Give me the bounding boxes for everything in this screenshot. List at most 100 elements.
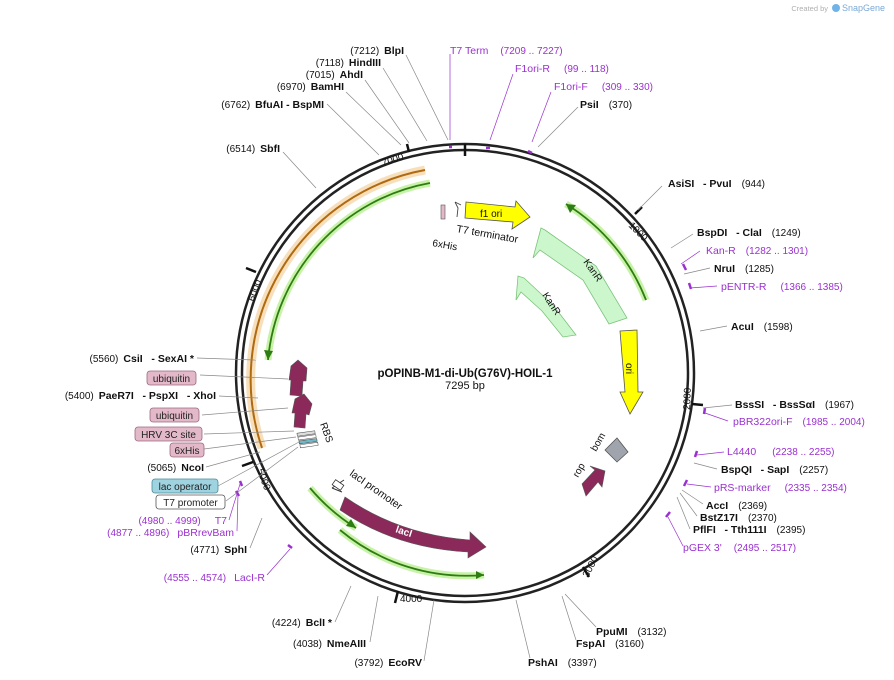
orf-green-bottom-arc [339,529,485,577]
badge-lac-operator-text: lac operator [159,482,212,493]
tick-1000 [634,206,643,215]
orf-green-left-glow [264,179,431,361]
t7-promoter-box [299,442,319,449]
ori-label: ori [623,363,634,374]
primer-prs-marker: pRS-marker(2335 .. 2354) [714,482,847,494]
features: f1 ori KanR KanR ori bom rop lacI lacI p… [288,200,644,559]
kanr-outer-feature [532,227,628,325]
primer-mark-t7 [238,480,244,487]
primer-pbrrevbam: (4877 .. 4896)pBRrevBam [107,527,234,539]
site-bspdi: BspDI - ClaI(1249) [697,227,801,239]
primer-f1ori-r: F1ori-R(99 .. 118) [515,63,609,75]
site-psii: PsiI(370) [580,99,632,111]
right-site-labels: PsiI(370) AsiSI - PvuI(944) BspDI - ClaI… [528,99,854,669]
badge-6xhis-text: 6xHis [174,446,199,457]
rop-feature [581,465,606,497]
t7-terminator-icon [454,201,462,218]
primer-pentr-r: pENTR-R(1366 .. 1385) [721,281,843,293]
f1-ori-feature [464,200,531,230]
site-blpi: (7212)BlpI [350,45,404,57]
site-sphi: (4771)SphI [190,544,247,556]
his-tag-label: 6xHis [431,238,458,253]
site-paer7i: (5400)PaeR7I - PspXI - XhoI [65,390,216,402]
site-bstz17i: BstZ17I(2370) [700,512,777,524]
primer-l4440: L4440(2238 .. 2255) [727,446,834,458]
tick-4000 [393,590,400,604]
credit-text: Created by [791,4,828,13]
site-acui: AcuI(1598) [731,321,793,333]
badge-t7-promoter [155,494,226,510]
badge-6xhis [169,442,205,458]
laci-label: lacI [394,524,413,540]
ori-feature [619,329,644,415]
position-ticks [241,143,704,604]
f1-ori-label: f1 ori [480,209,502,220]
rbs-label: RBS [317,421,334,444]
badge-ubiquitin-1-text: ubiquitin [153,374,190,385]
badge-ubiquitin-1 [146,370,197,386]
tick-3000 [581,566,591,578]
primer-mark-pbr322ori [702,407,707,415]
tick-2000 [691,402,704,407]
orf-right-arrowhead [566,204,576,213]
leader-lines [196,54,733,662]
site-acci: AccI(2369) [706,500,767,512]
orf-green-right-arc [565,203,647,301]
site-bamhi: (6970)BamHI [277,81,344,93]
plasmid-name: pOPINB-M1-di-Ub(G76V)-HOIL-1 [377,368,553,380]
orf-bottom-arrowhead [476,571,484,579]
lac-operator-box [298,438,318,445]
kanr-inner-feature [515,275,577,338]
site-bspqi: BspQI - SapI(2257) [721,464,828,476]
brand-text: SnapGene [842,3,885,13]
primer-kan-r: Kan-R(1282 .. 1301) [706,245,808,257]
tick-7000 [405,143,411,153]
t7-terminator-label: T7 terminator [455,223,519,246]
primer-mark-laci-r [287,544,293,549]
orf-orange-arc [249,169,426,449]
leader-blpi [405,54,449,141]
badge-hrv-3c-site [134,426,203,442]
laci-feature [339,496,487,559]
badge-ubiquitin-2 [149,407,200,423]
tick-label-2000: 2000 [682,387,694,410]
plasmid-size: 7295 bp [445,380,485,392]
site-pshai: PshAI(3397) [528,657,597,669]
tick-label-1000: 1000 [626,220,650,244]
snapgene-logo-icon [832,4,840,12]
feature-badges: ubiquitin ubiquitin HRV 3C site 6xHis la… [134,370,226,510]
left-site-labels: (5560)CsiI - SexAI * (5400)PaeR7I - PspX… [65,353,422,669]
primer-mark-pgex [665,511,671,518]
primer-pbr322ori-f: pBR322ori-F(1985 .. 2004) [733,416,865,428]
site-ecorv: (3792)EcoRV [354,657,422,669]
primer-mark-l4440 [693,450,699,458]
his-tag-top-box [440,204,446,220]
badge-t7-promoter-text: T7 promoter [163,498,218,509]
site-asisi: AsiSI - PvuI(944) [668,178,765,190]
site-ppumi: PpuMI(3132) [596,626,666,638]
primer-mark-pbrrevbam [234,490,241,497]
site-hindiii: (7118)HindIII [316,57,381,69]
badge-ubiquitin-2-text: ubiquitin [156,411,193,422]
orf-arcs [246,165,650,580]
hrv-3c-site-box [296,430,316,437]
orf-left-arrowhead [264,350,273,360]
bom-feature [604,437,629,463]
badge-lac-operator [151,478,219,494]
site-nrui: NruI(1285) [714,263,774,275]
rop-label: rop [571,461,588,479]
snapgene-credit: Created by SnapGene [791,3,885,13]
site-ahdi: (7015)AhdI [306,69,363,81]
primer-mark-f1ori-f [527,149,533,155]
primer-f1ori-f: F1ori-F(309 .. 330) [554,81,653,93]
orf-lower-arrowhead [346,519,356,528]
orf-green-left-arc [267,182,431,361]
badge-hrv-3c-site-text: HRV 3C site [141,430,196,441]
tick-label-5000: 5000 [254,467,272,492]
primer-mark-kanr [681,263,688,271]
top-site-labels: (7212)BlpI (7118)HindIII (7015)AhdI (697… [221,45,404,155]
top-primer-labels: T7 Term(7209 .. 7227) F1ori-R(99 .. 118)… [450,45,653,93]
site-csii: (5560)CsiI - SexAI * [89,353,194,365]
his-box [297,434,317,441]
